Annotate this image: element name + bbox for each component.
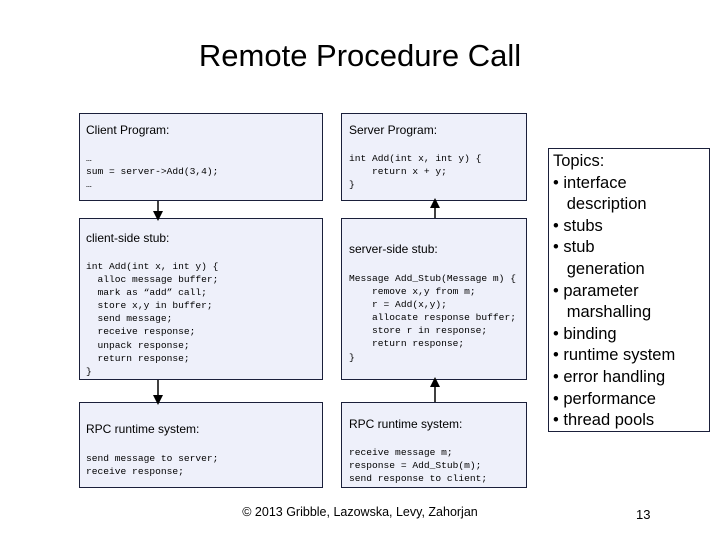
client-program-label: Client Program: <box>86 123 170 137</box>
copyright-footer: © 2013 Gribble, Lazowska, Levy, Zahorjan <box>242 505 478 519</box>
client-runtime-label: RPC runtime system: <box>86 422 200 436</box>
client-runtime-box: RPC runtime system: send message to serv… <box>79 402 323 488</box>
client-stub-code: int Add(int x, int y) { alloc message bu… <box>86 261 219 377</box>
server-program-code: int Add(int x, int y) { return x + y; } <box>349 153 482 191</box>
topic-item: generation <box>553 259 645 278</box>
topics-list: • interface description • stubs • stub g… <box>553 173 709 432</box>
page-number: 13 <box>636 507 651 522</box>
topic-item: • interface <box>553 173 627 192</box>
topic-item: • parameter <box>553 281 639 300</box>
server-stub-label: server-side stub: <box>349 242 438 256</box>
server-runtime-label: RPC runtime system: <box>349 417 463 431</box>
server-stub-code: Message Add_Stub(Message m) { remove x,y… <box>349 273 516 363</box>
topics-panel: Topics: • interface description • stubs … <box>548 148 710 432</box>
server-runtime-box: RPC runtime system: receive message m; r… <box>341 402 527 488</box>
client-program-box: Client Program: … sum = server->Add(3,4)… <box>79 113 323 201</box>
topic-item: description <box>553 195 647 214</box>
topics-heading: Topics: <box>553 152 605 170</box>
client-runtime-code: send message to server; receive response… <box>86 453 219 478</box>
topic-item: • performance <box>553 389 656 408</box>
server-program-box: Server Program: int Add(int x, int y) { … <box>341 113 527 201</box>
topic-item: • stubs <box>553 216 603 235</box>
slide-title: Remote Procedure Call <box>198 38 522 73</box>
topic-item: • stub <box>553 238 595 257</box>
client-program-code: … sum = server->Add(3,4); … <box>86 153 219 191</box>
topic-item: • thread pools <box>553 411 655 430</box>
client-stub-box: client-side stub: int Add(int x, int y) … <box>79 218 323 380</box>
topic-item: marshalling <box>553 303 652 322</box>
topic-item: • runtime system <box>553 346 676 365</box>
client-stub-label: client-side stub: <box>86 231 170 245</box>
server-program-label: Server Program: <box>349 123 438 137</box>
topic-item: • error handling <box>553 367 666 386</box>
server-runtime-code: receive message m; response = Add_Stub(m… <box>349 447 488 485</box>
topic-item: • binding <box>553 324 617 343</box>
